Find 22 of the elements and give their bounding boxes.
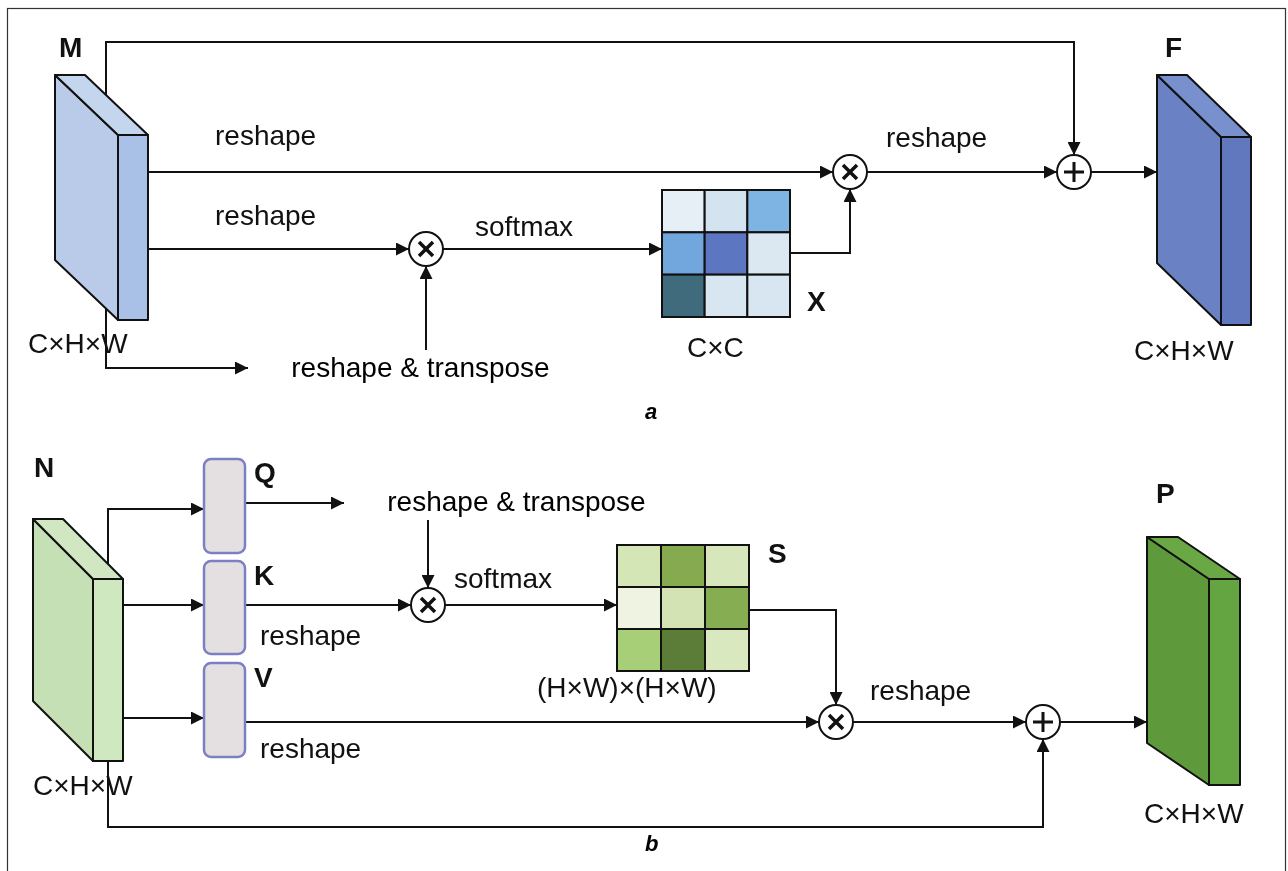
tensor-name: X bbox=[807, 286, 826, 318]
tensor-name: Q bbox=[254, 457, 276, 489]
arrow bbox=[105, 41, 1081, 156]
dimension-label: C×H×W bbox=[1134, 335, 1234, 367]
arrow bbox=[107, 502, 205, 565]
dimension-label: C×C bbox=[687, 332, 744, 364]
tensor-name: N bbox=[34, 452, 55, 484]
arrow bbox=[421, 519, 435, 589]
tensor-name: M bbox=[59, 32, 83, 64]
panel-label: a bbox=[645, 400, 658, 424]
arrow bbox=[107, 738, 1050, 828]
tensor-name: V bbox=[254, 662, 273, 694]
tensor-name: P bbox=[1156, 478, 1175, 510]
tensor-name: K bbox=[254, 560, 275, 592]
text-label: reshape & transpose bbox=[344, 484, 689, 520]
text-label: reshape & transpose bbox=[248, 350, 593, 386]
tensor-name: F bbox=[1165, 32, 1183, 64]
dimension-label: (H×W)×(H×W) bbox=[537, 672, 717, 704]
panel-label: b bbox=[645, 832, 659, 856]
tensor-name: S bbox=[768, 538, 787, 570]
arrow bbox=[419, 265, 433, 351]
dimension-label: C×H×W bbox=[1144, 798, 1244, 830]
